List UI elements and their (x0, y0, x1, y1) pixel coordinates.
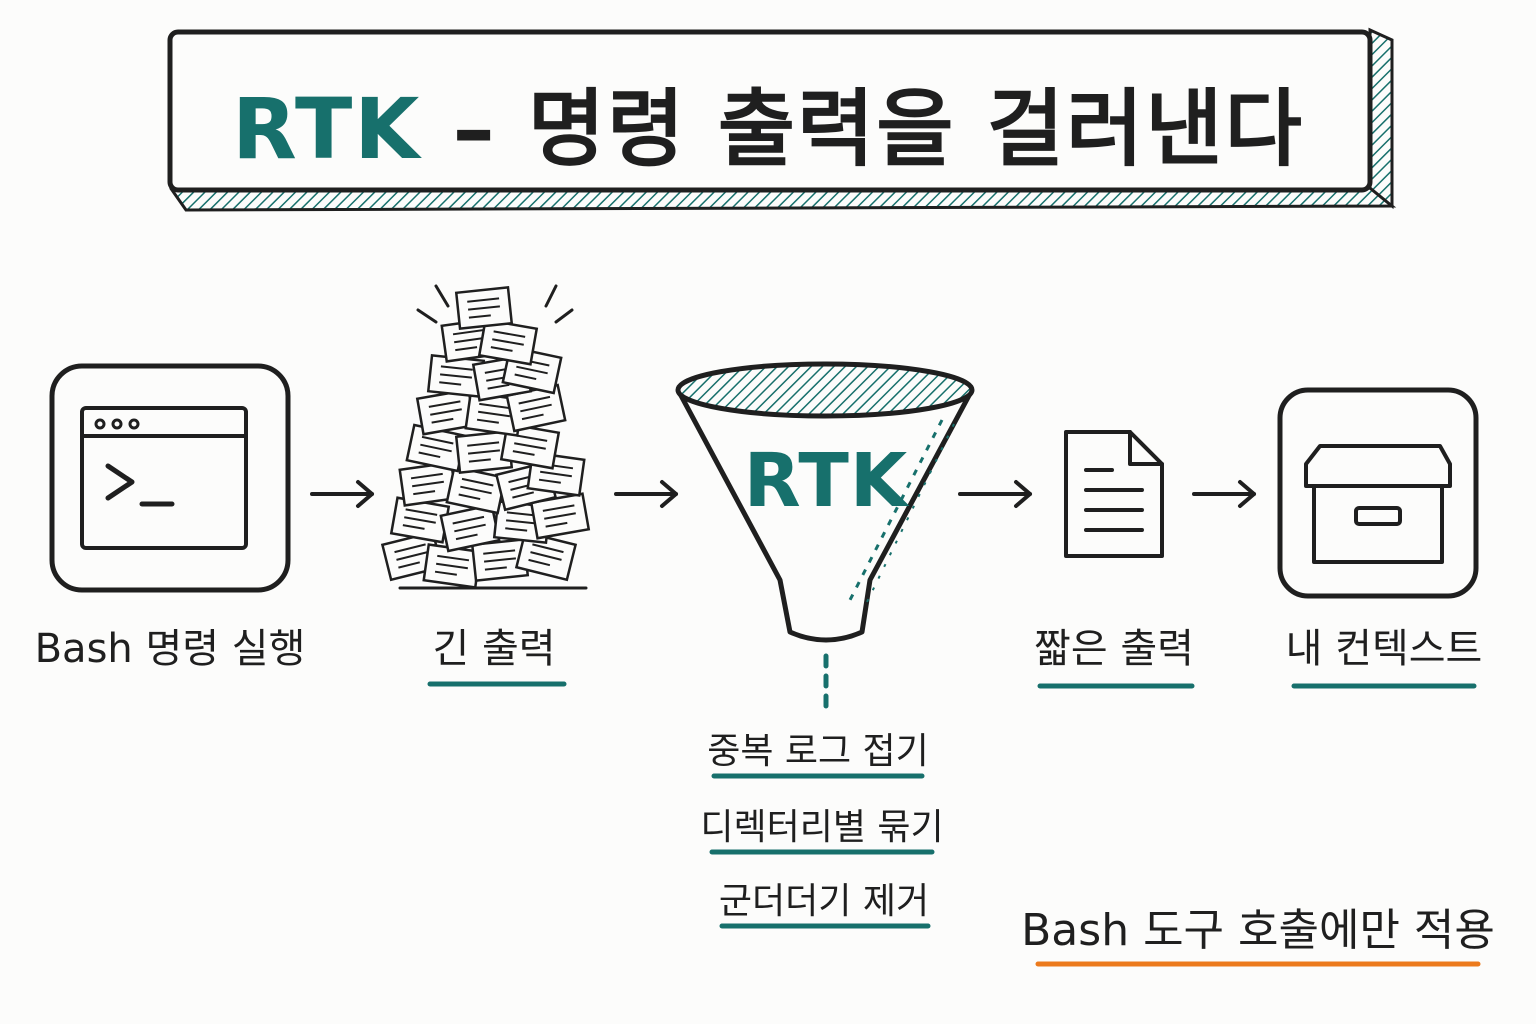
paper-sheet (426, 354, 486, 398)
paper-sheet (505, 383, 567, 433)
filter-label-fold-logs: 중복 로그 접기 (707, 731, 929, 772)
title-accent: RTK (232, 80, 422, 178)
paper-sheet (454, 286, 514, 330)
funnel-icon (675, 361, 975, 713)
document-icon (1064, 430, 1164, 558)
filter-label-group-dirs: 디렉터리별 묶기 (700, 807, 944, 848)
title-rest: – 명령 출력을 걸러낸다 (421, 80, 1304, 178)
funnel-label: RTK (743, 438, 909, 524)
underline (427, 681, 1477, 929)
step-label-long-output: 긴 출력 (432, 626, 556, 672)
flow-arrow (310, 480, 374, 508)
flow-arrow (614, 480, 678, 508)
title-banner (167, 27, 1397, 212)
page-title: RTK – 명령 출력을 걸러낸다 (232, 62, 1304, 183)
paper-sheet (405, 423, 467, 473)
flow-arrow (958, 480, 1032, 508)
paper-sheet (514, 530, 578, 582)
archive-box-icon (1277, 387, 1479, 599)
paper-sheet (529, 492, 591, 540)
step-label-bash-command: Bash 명령 실행 (34, 626, 306, 672)
step-label-my-context: 내 컨텍스트 (1285, 626, 1483, 672)
scope-note: Bash 도구 호출에만 적용 (1021, 905, 1495, 956)
paper-pile-icon (380, 284, 591, 590)
paper-sheet (454, 430, 514, 474)
paper-sheet (445, 465, 507, 515)
filter-label-remove-noise: 군더더기 제거 (718, 881, 930, 922)
step-label-short-output: 짧은 출력 (1034, 626, 1194, 672)
terminal-window-icon (49, 363, 291, 593)
flow-arrow (1192, 480, 1256, 508)
